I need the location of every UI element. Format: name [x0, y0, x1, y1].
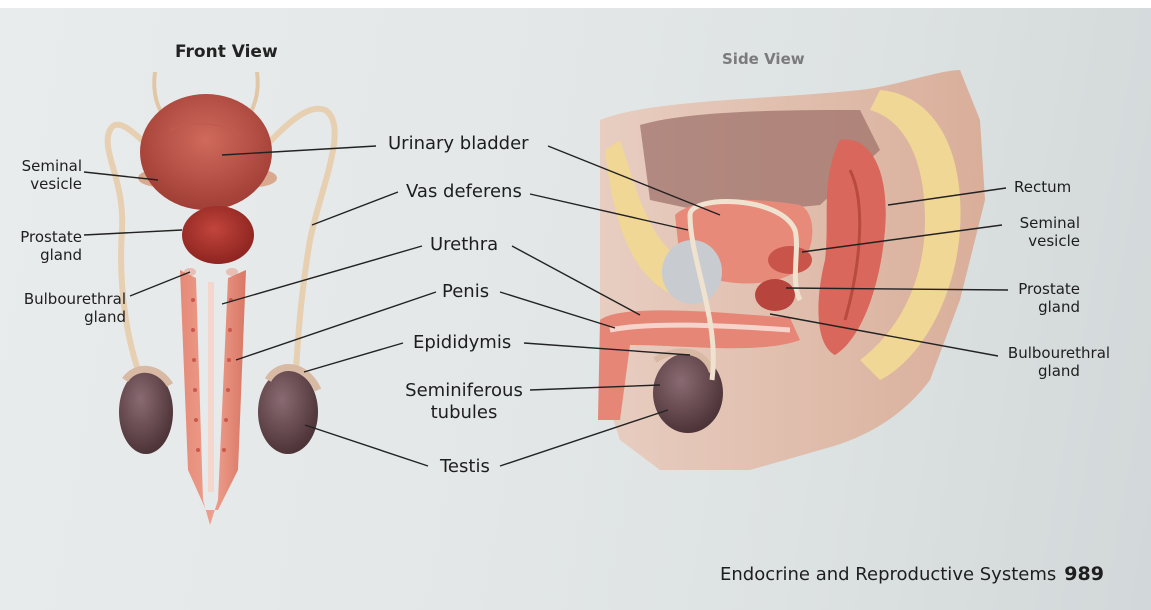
side-view-title: Side View — [722, 50, 805, 68]
label-vas-deferens: Vas deferens — [406, 181, 522, 203]
label-prostate-gland-side: Prostate gland — [1006, 280, 1080, 316]
label-bulbourethral-gland-front: Bulbourethral gland — [12, 290, 126, 326]
urinary-bladder — [140, 94, 272, 210]
label-seminal-vesicle-side: Seminal vesicle — [1006, 214, 1080, 250]
label-epididymis: Epididymis — [413, 332, 511, 354]
front-view-title: Front View — [175, 42, 278, 62]
page-number: 989 — [1064, 563, 1104, 585]
prostate-gland — [182, 206, 254, 264]
label-bulbourethral-gland-side: Bulbourethral gland — [998, 344, 1120, 380]
seminal-vesicle-side — [768, 246, 812, 274]
label-seminiferous-tubules: Seminiferous tubules — [400, 380, 528, 423]
page-footer: Endocrine and Reproductive Systems 989 — [720, 563, 1104, 585]
label-urethra: Urethra — [430, 234, 498, 256]
testis-right — [258, 370, 318, 454]
label-seminal-vesicle-front: Seminal vesicle — [18, 157, 82, 193]
prostate-gland-side — [755, 279, 795, 311]
urethra-front — [208, 282, 214, 492]
side-view-illustration — [598, 70, 985, 470]
label-prostate-gland-front: Prostate gland — [18, 228, 82, 264]
section-title: Endocrine and Reproductive Systems — [720, 564, 1056, 585]
label-rectum: Rectum — [1014, 178, 1071, 196]
label-testis: Testis — [440, 456, 490, 478]
front-view-illustration — [108, 72, 335, 525]
label-penis: Penis — [442, 281, 489, 303]
label-urinary-bladder: Urinary bladder — [388, 133, 529, 155]
